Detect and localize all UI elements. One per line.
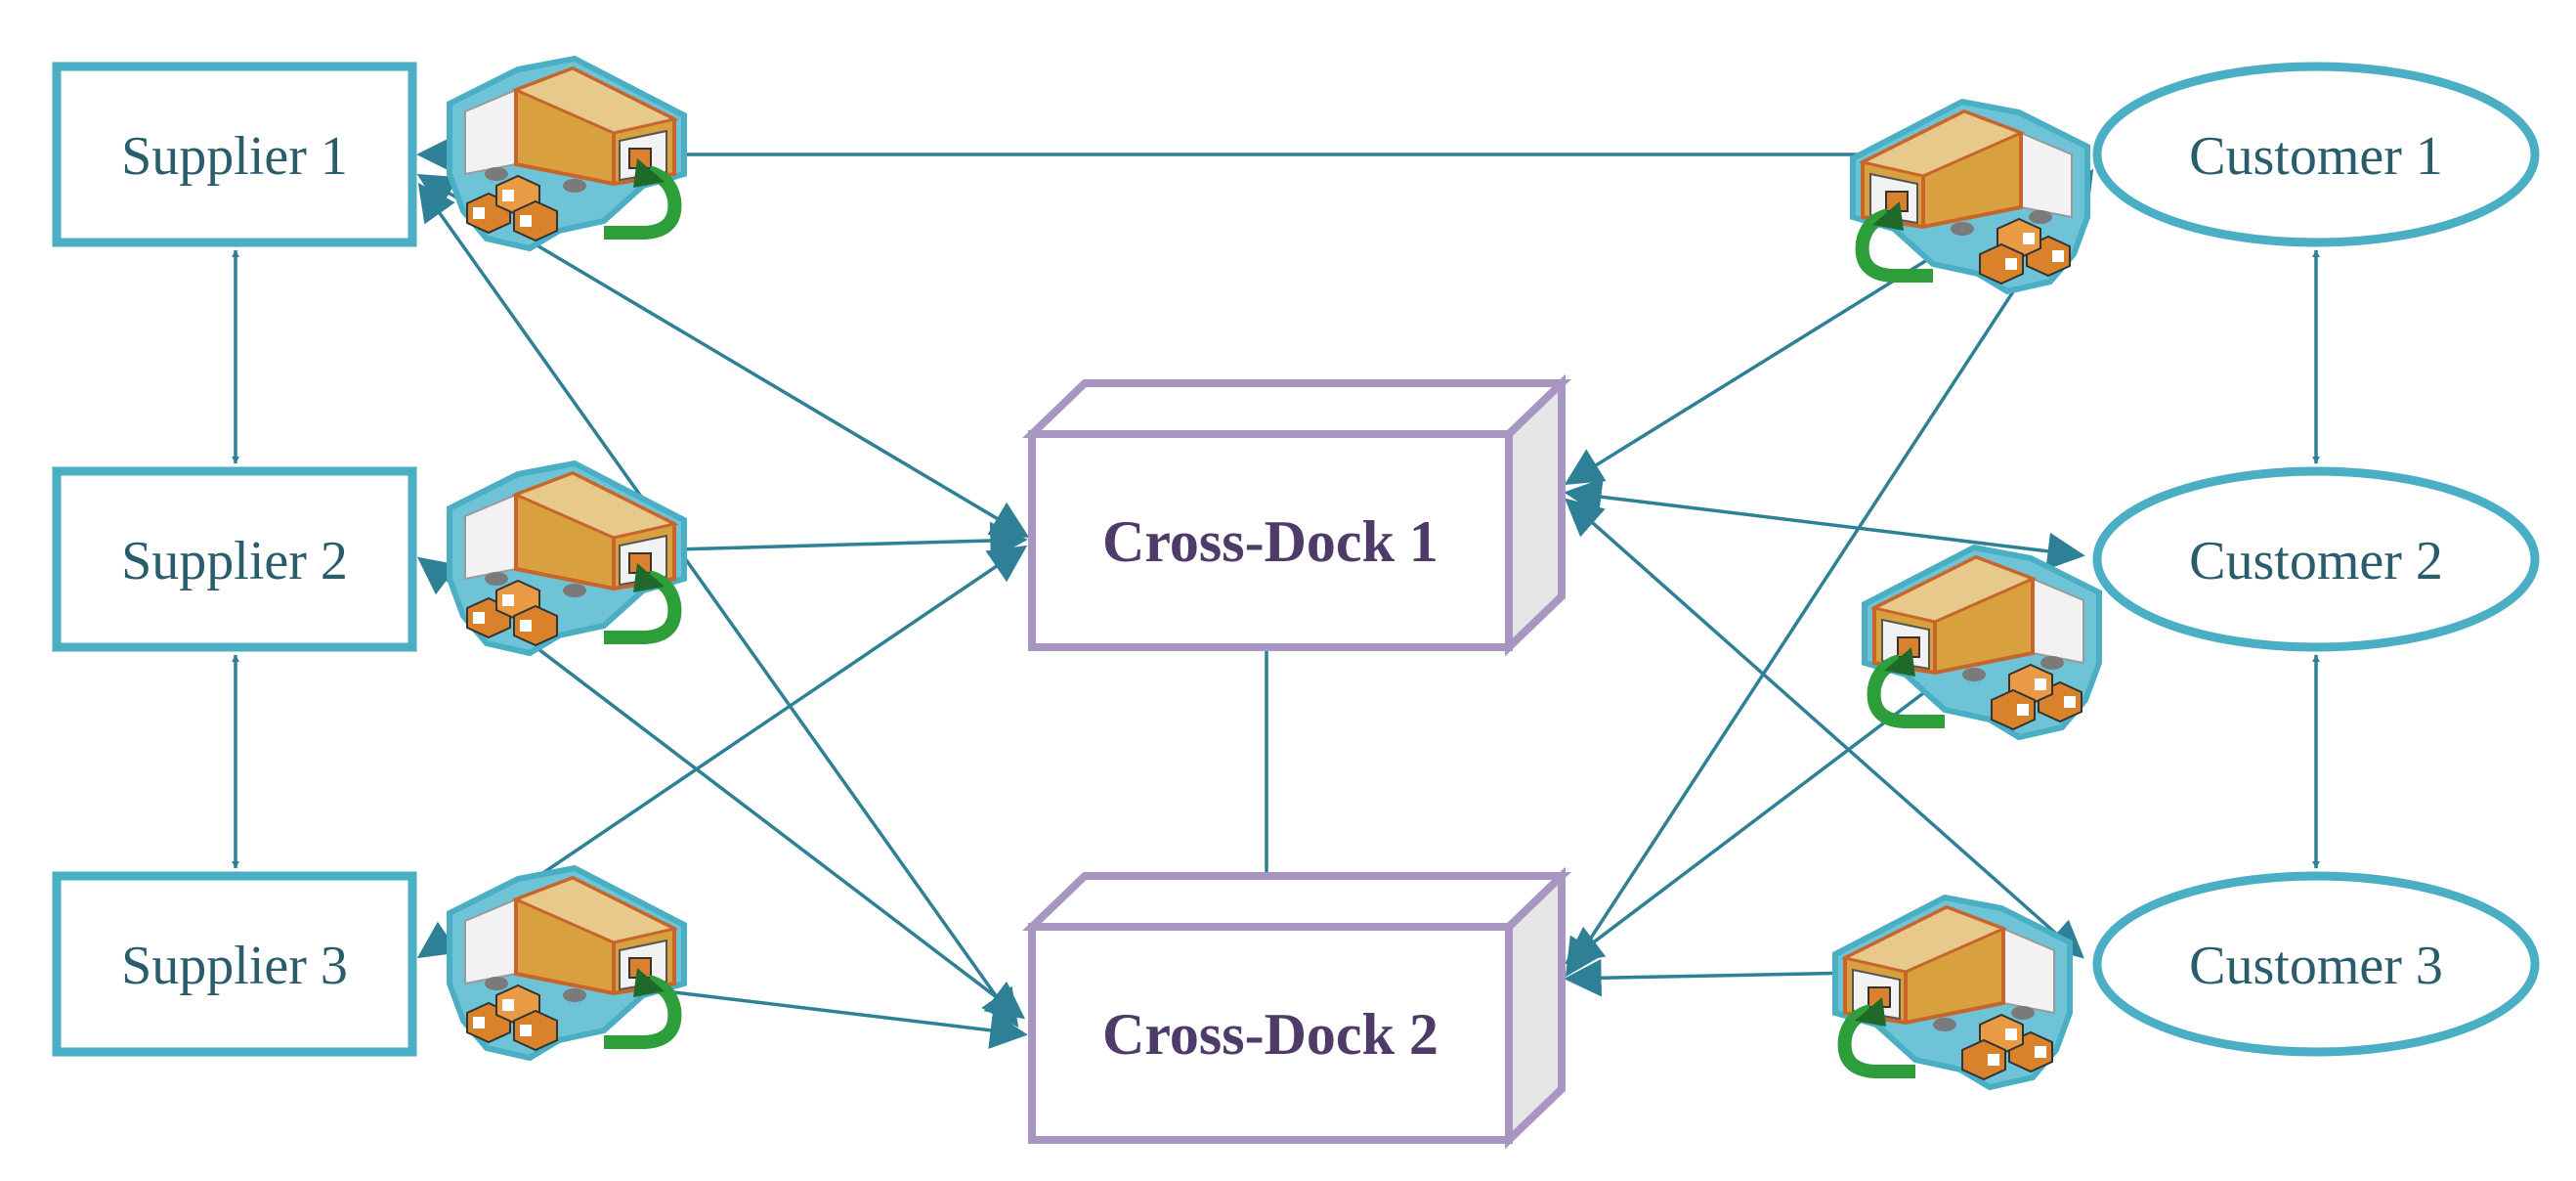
crossdock-node-2: Cross-Dock 2 xyxy=(1022,866,1571,1150)
crossdock-label: Cross-Dock 2 xyxy=(1102,1002,1438,1067)
supplier-node-1: Supplier 1 xyxy=(52,62,417,247)
link-supplier3-crossdock2 xyxy=(673,990,1028,1049)
customer-node-2: Customer 2 xyxy=(2092,466,2540,652)
link-supplier2-crossdock1 xyxy=(673,521,1028,560)
customer-label: Customer 1 xyxy=(2189,126,2443,187)
link-customer2-crossdock1 xyxy=(1564,478,2085,570)
customer-label: Customer 3 xyxy=(2189,936,2443,996)
supplier-node-3: Supplier 3 xyxy=(52,871,417,1057)
link-customer2-crossdock2 xyxy=(1564,682,1937,965)
link-customer3-crossdock2 xyxy=(1564,959,1858,997)
delivery-truck-icon xyxy=(450,59,684,248)
delivery-truck-icon xyxy=(1835,897,2070,1087)
supplier-node-2: Supplier 2 xyxy=(52,466,417,652)
delivery-truck-icon xyxy=(450,868,684,1058)
delivery-truck-icon xyxy=(1865,547,2099,737)
customer-node-1: Customer 1 xyxy=(2092,62,2540,247)
supplier-label: Supplier 2 xyxy=(121,531,348,591)
customer-node-3: Customer 3 xyxy=(2092,871,2540,1057)
delivery-truck-icon xyxy=(450,463,684,653)
supplier-label: Supplier 3 xyxy=(121,936,348,996)
delivery-truck-icon xyxy=(1853,102,2087,291)
customer-label: Customer 2 xyxy=(2189,531,2443,591)
supplier-label: Supplier 1 xyxy=(121,126,348,187)
link-customer3-crossdock1 xyxy=(1565,498,2084,959)
crossdock-label: Cross-Dock 1 xyxy=(1102,509,1438,574)
crossdock-node-1: Cross-Dock 1 xyxy=(1022,373,1571,657)
